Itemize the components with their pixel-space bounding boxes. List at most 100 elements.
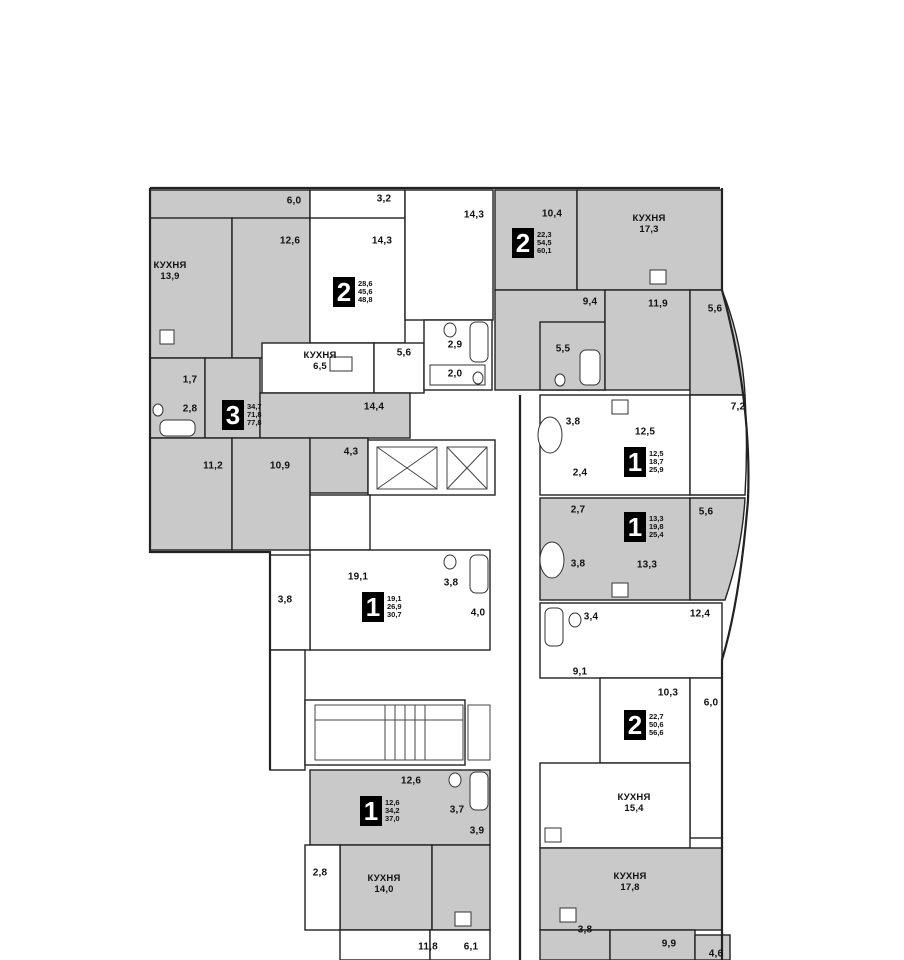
room-count: 2 xyxy=(624,710,646,740)
room-balcony xyxy=(689,394,748,496)
room-bedroom xyxy=(231,437,311,551)
room-area-label: 3,8 xyxy=(443,577,459,589)
room-bedroom xyxy=(231,217,311,359)
room-area-label: 2,0 xyxy=(447,368,463,380)
room-area-label: 4,6 xyxy=(708,948,724,960)
room-corridor xyxy=(269,649,306,771)
room-area-label: 9,1 xyxy=(572,666,588,678)
area-values: 12,6 34,2 37,0 xyxy=(385,797,400,824)
room-area-label: 2,8 xyxy=(182,403,198,415)
room-area-label: 3,9 xyxy=(469,825,485,837)
room-area-label: 5,6 xyxy=(698,506,714,518)
room-hall xyxy=(309,494,371,551)
room-living xyxy=(494,189,578,291)
room-area-label: 19,1 xyxy=(347,571,369,583)
room-area-label: 2,9 xyxy=(447,339,463,351)
room-bath xyxy=(429,929,491,960)
room-area-label: 3,4 xyxy=(583,611,599,623)
room-area-label: 13,3 xyxy=(636,559,658,571)
room-bedroom xyxy=(604,289,691,391)
room-bedroom xyxy=(609,929,696,960)
room-count: 2 xyxy=(512,228,534,258)
room-area-label: 14,4 xyxy=(363,401,385,413)
room-area-label: 6,0 xyxy=(703,697,719,709)
room-balcony xyxy=(689,497,746,601)
room-area-label: 6,0 xyxy=(286,195,302,207)
room-area-label: 10,9 xyxy=(269,460,291,472)
area-values: 19,1 26,9 30,7 xyxy=(387,593,402,620)
room-area-label: 5,6 xyxy=(396,347,412,359)
room-living xyxy=(404,189,494,321)
room-area-label: 5,6 xyxy=(707,303,723,315)
room-bedroom xyxy=(339,929,431,960)
room-count: 1 xyxy=(624,447,646,477)
elevator-block xyxy=(367,439,496,496)
apartment-badge-a2: 2 22,3 54,5 60,1 xyxy=(512,228,552,258)
room-area-label: 14,3 xyxy=(371,235,393,247)
room-area-label: 2,7 xyxy=(570,504,586,516)
room-count: 1 xyxy=(362,592,384,622)
room-area-label: 6,1 xyxy=(463,941,479,953)
room-area-label: 12,5 xyxy=(634,426,656,438)
room-living xyxy=(309,549,491,651)
room-area-label: 4,3 xyxy=(343,446,359,458)
room-area-label: 11,8 xyxy=(418,941,438,953)
room-hall xyxy=(309,437,369,494)
area-values: 12,5 18,7 25,9 xyxy=(649,448,664,475)
room-area-label: 7,2 xyxy=(730,401,746,413)
area-values: 13,3 19,8 25,4 xyxy=(649,513,664,540)
apartment-badge-a3: 3 34,7 71,8 77,8 xyxy=(222,400,262,430)
room-area-label: 5,5 xyxy=(555,343,571,355)
area-values: 22,7 50,6 56,6 xyxy=(649,711,664,738)
room-area-label: 12,6 xyxy=(400,775,422,787)
room-area-label: 1,7 xyxy=(182,374,198,386)
room-balcony xyxy=(689,677,723,839)
area-values: 28,6 45,6 48,8 xyxy=(358,278,373,305)
room-kitchen xyxy=(539,762,691,849)
room-kitchen xyxy=(339,844,433,931)
apartment-badge-a6: 1 19,1 26,9 30,7 xyxy=(362,592,402,622)
room-area-label: 3,8 xyxy=(277,594,293,606)
room-balcony xyxy=(304,844,341,931)
room-area-label: 2,4 xyxy=(572,467,588,479)
room-area-label: 12,4 xyxy=(689,608,711,620)
apartment-badge-a4: 1 12,5 18,7 25,9 xyxy=(624,447,664,477)
room-area-label: 3,7 xyxy=(449,804,465,816)
room-area-label: 3,8 xyxy=(565,416,581,428)
room-balcony xyxy=(694,934,731,960)
room-balcony xyxy=(269,554,311,651)
room-area-label: 9,4 xyxy=(582,296,598,308)
room-bedroom xyxy=(149,437,233,551)
room-hall xyxy=(539,929,611,960)
room-living xyxy=(309,217,406,344)
room-corridor xyxy=(259,392,411,439)
room-area-label: 10,3 xyxy=(657,687,679,699)
room-count: 1 xyxy=(624,512,646,542)
room-area-label: 11,9 xyxy=(648,298,668,310)
room-count: 1 xyxy=(360,796,382,826)
room-area-label: 3,8 xyxy=(577,924,593,936)
apartment-badge-a8: 1 12,6 34,2 37,0 xyxy=(360,796,400,826)
room-count: 3 xyxy=(222,400,244,430)
apartment-badge-a1: 2 28,6 45,6 48,8 xyxy=(333,277,373,307)
room-area-label: 10,4 xyxy=(541,208,563,220)
apartment-badge-a5: 1 13,3 19,8 25,4 xyxy=(624,512,664,542)
area-values: 34,7 71,8 77,8 xyxy=(247,401,262,428)
room-area-label: 11,2 xyxy=(203,460,223,472)
room-area-label: 4,0 xyxy=(470,607,486,619)
apartment-badge-a7: 2 22,7 50,6 56,6 xyxy=(624,710,664,740)
room-area-label: 12,6 xyxy=(279,235,301,247)
room-area-label: 3,2 xyxy=(376,193,392,205)
room-area-label: 9,9 xyxy=(661,938,677,950)
room-area-label: 3,8 xyxy=(570,558,586,570)
area-values: 22,3 54,5 60,1 xyxy=(537,229,552,256)
room-hall xyxy=(373,342,425,394)
room-area-label: 14,3 xyxy=(463,209,485,221)
